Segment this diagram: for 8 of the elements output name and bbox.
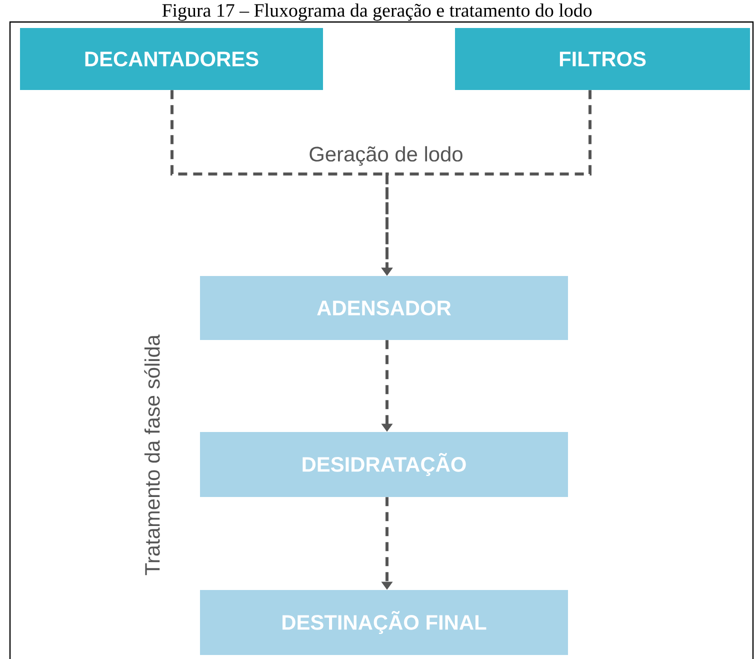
figure-title: Figura 17 – Fluxograma da geração e tratamento do lodo [162, 4, 592, 21]
process-box: DESIDRATAÇÃO [200, 432, 568, 497]
source-box: FILTROS [455, 28, 750, 90]
side-label: Tratamento da fase sólida [144, 334, 160, 576]
edge-label: Geração de lodo [306, 144, 466, 168]
process-box: ADENSADOR [200, 276, 568, 340]
source-box: DECANTADORES [20, 28, 323, 90]
process-box: DESTINAÇÃO FINAL [200, 590, 568, 655]
